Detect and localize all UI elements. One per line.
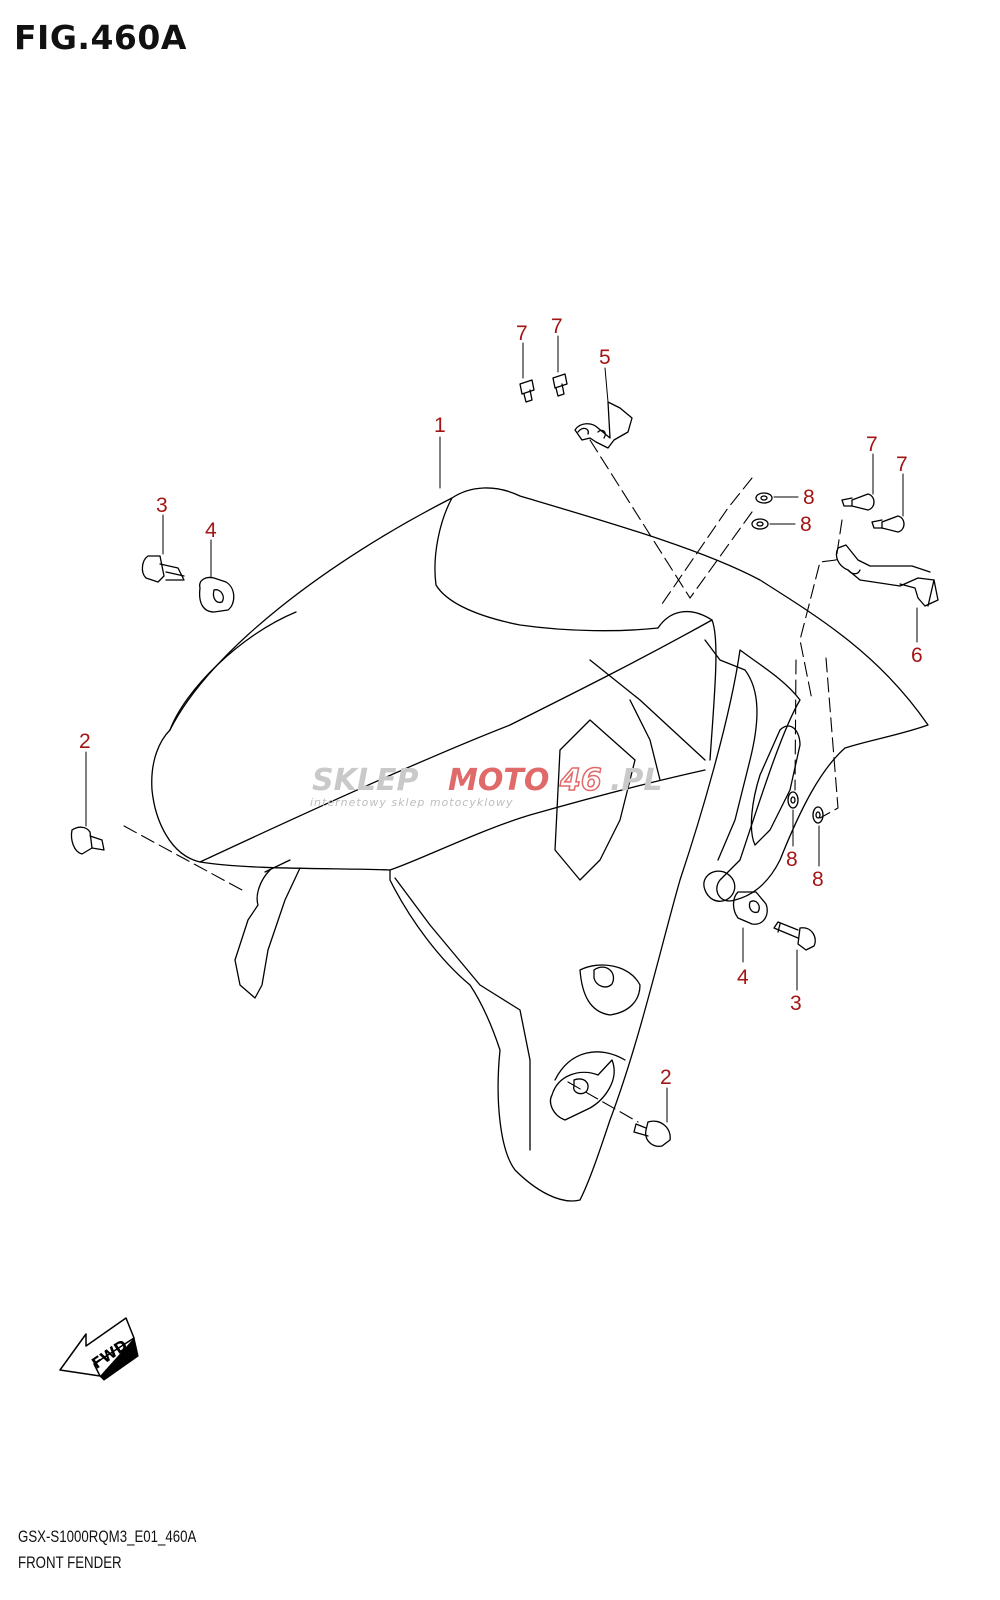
callout-3-left: 3: [156, 494, 168, 517]
callout-6: 6: [911, 644, 923, 667]
callout-8-d: 8: [812, 868, 824, 891]
callout-7-b: 7: [551, 315, 563, 338]
part-3-bolt-left: [141, 555, 185, 583]
callout-4-right: 4: [737, 966, 749, 989]
callout-4-left: 4: [205, 519, 217, 542]
watermark: SKLEP MOTO 46 .PL internetowy sklep moto…: [310, 762, 663, 809]
part-5-bracket: [574, 401, 633, 449]
part-7-bolt-a: [519, 379, 535, 403]
figure-subtitle: FRONT FENDER: [18, 1553, 122, 1572]
leader-lines: [85, 335, 918, 1123]
part-7-bolt-b: [552, 373, 568, 397]
callout-8-a: 8: [803, 486, 815, 509]
callout-8-c: 8: [786, 848, 798, 871]
part-7-bolt-d: [871, 515, 905, 533]
front-fender-body: [151, 487, 929, 1202]
callout-8-b: 8: [800, 513, 812, 536]
callout-7-c: 7: [866, 433, 878, 456]
watermark-part3: 46: [559, 763, 602, 798]
callout-7-d: 7: [896, 453, 908, 476]
callout-1: 1: [434, 414, 446, 437]
callout-5: 5: [599, 346, 611, 369]
callout-2-left: 2: [79, 730, 91, 753]
watermark-part4: .PL: [610, 763, 663, 798]
part-3-bolt-right: [773, 921, 816, 951]
part-4-grommet-right: [732, 891, 768, 925]
fwd-arrow-icon: FWD: [59, 1317, 139, 1381]
part-2-screw-left: [70, 826, 105, 855]
assembly-lines: [123, 439, 843, 1123]
part-7-bolt-c: [841, 493, 875, 511]
callout-labels: 1 2 2 3 3 4 4 5 6 7 7 7 7 8 8 8 8: [79, 315, 923, 1089]
callout-2-bottom: 2: [660, 1066, 672, 1089]
part-8-washer-a: [755, 492, 773, 504]
callout-3-right: 3: [790, 992, 802, 1015]
part-8-washer-c: [787, 791, 799, 809]
watermark-part1: SKLEP: [312, 763, 418, 798]
figure-title: FIG.460A: [14, 18, 187, 57]
watermark-part2: MOTO: [448, 763, 549, 798]
watermark-tagline: internetowy sklep motocyklowy: [310, 796, 514, 809]
model-code: GSX-S1000RQM3_E01_460A: [18, 1527, 197, 1546]
callout-7-a: 7: [516, 322, 528, 345]
part-6-bracket: [835, 544, 939, 607]
part-2-screw-bottom: [633, 1120, 671, 1147]
part-4-grommet-left: [198, 576, 235, 613]
part-8-washer-b: [751, 518, 769, 530]
part-8-washer-d: [812, 806, 824, 824]
